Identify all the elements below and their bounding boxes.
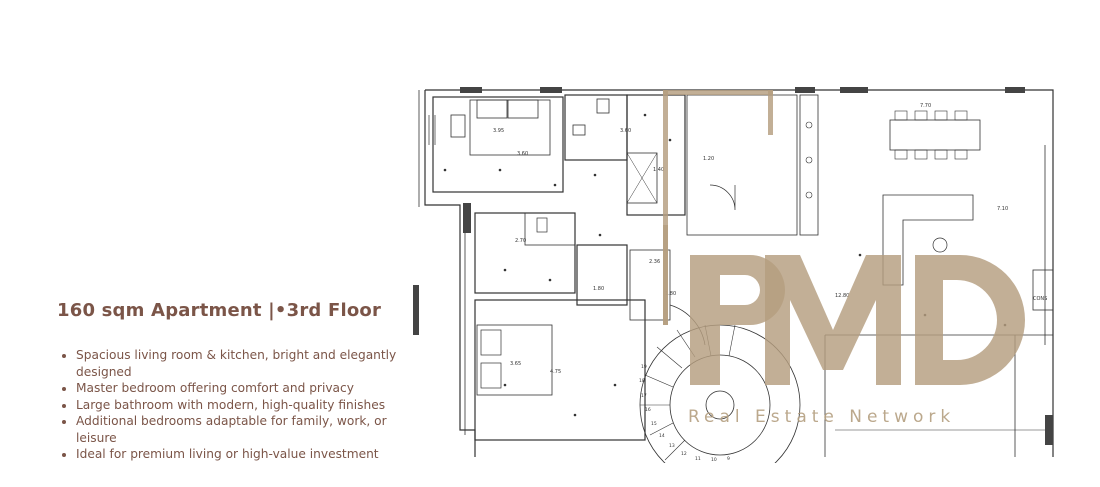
stair-step-number: 11 — [695, 456, 701, 462]
stair-step-number: 12 — [681, 451, 687, 457]
feature-item: Master bedroom offering comfort and priv… — [76, 380, 416, 397]
dimension-label: 7.70 — [920, 103, 931, 109]
dimension-label: 12.80 — [835, 293, 849, 299]
stair-step-number: 15 — [651, 421, 657, 427]
feature-item: Ideal for premium living or high-value i… — [76, 446, 416, 463]
dimension-label: 1.80 — [593, 286, 604, 292]
dimension-label: 1.20 — [703, 156, 714, 162]
stair-step-number: 13 — [669, 443, 675, 449]
dimension-label: 1.40 — [653, 167, 664, 173]
stair-step-number: 9 — [727, 456, 730, 462]
stair-step-number: 17 — [641, 393, 647, 399]
watermark-tagline: Real Estate Network — [688, 407, 955, 427]
dimension-label: 3.60 — [620, 128, 631, 134]
feature-item: Additional bedrooms adaptable for family… — [76, 413, 416, 446]
feature-item: Spacious living room & kitchen, bright a… — [76, 347, 416, 380]
stair-step-number: 14 — [659, 433, 665, 439]
dimension-label: 2.70 — [515, 238, 526, 244]
dimension-label: 4.75 — [550, 369, 561, 375]
plan-tag: CONS — [1033, 296, 1047, 302]
dimension-label: 2.36 — [649, 259, 660, 265]
floor-plan-drawing: 3.95 3.60 3.60 7.70 1.20 1.40 2.70 1.80 … — [413, 87, 1054, 463]
dimension-label: 3.65 — [510, 361, 521, 367]
stair-step-number: 10 — [711, 457, 717, 463]
pmd-logo-watermark — [663, 90, 1025, 385]
feature-item: Large bathroom with modern, high-quality… — [76, 397, 416, 414]
feature-list: Spacious living room & kitchen, bright a… — [60, 347, 416, 463]
dimension-label: 1.80 — [665, 291, 676, 297]
stair-step-number: 19 — [641, 364, 647, 370]
stair-step-number: 16 — [645, 407, 651, 413]
floor-plan: 3.95 3.60 3.60 7.70 1.20 1.40 2.70 1.80 … — [405, 85, 1065, 463]
stair-step-number: 18 — [639, 378, 645, 384]
dimension-label: 3.60 — [517, 151, 528, 157]
dimension-label: 7.10 — [997, 206, 1008, 212]
listing-title: 160 sqm Apartment |•3rd Floor — [57, 300, 382, 321]
dimension-label: 3.95 — [493, 128, 504, 134]
